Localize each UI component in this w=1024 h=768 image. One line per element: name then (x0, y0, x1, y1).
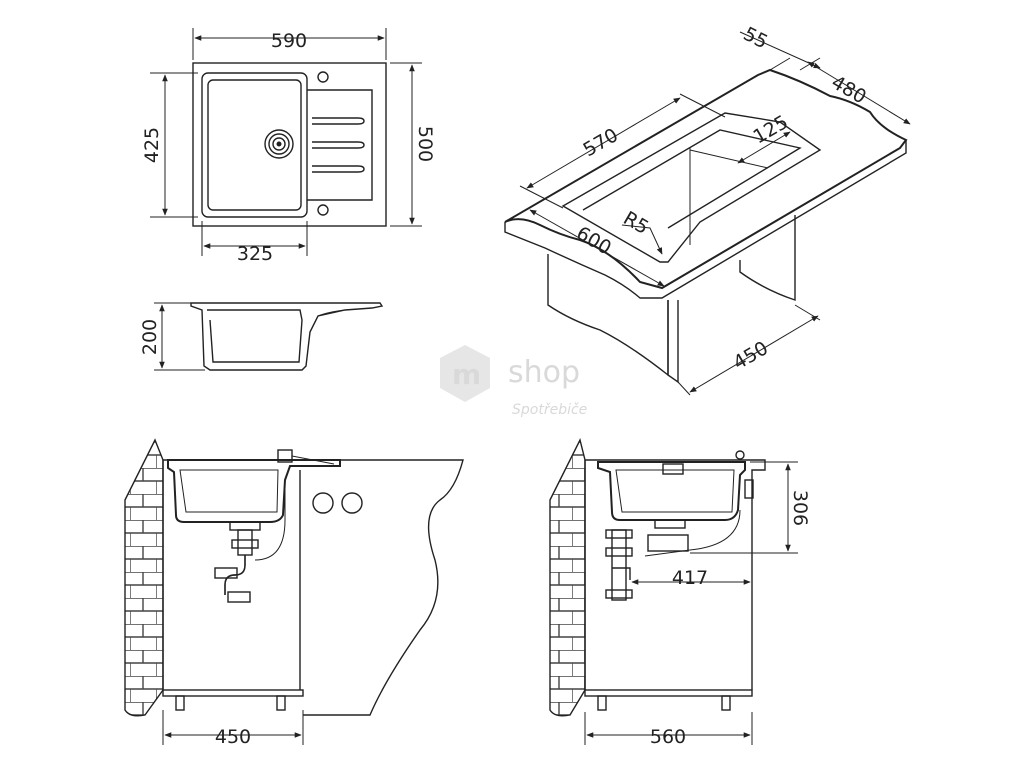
dim-cutout-570: 570 (580, 124, 622, 161)
top-view: 590 500 425 325 (141, 28, 436, 265)
dim-bowl-width-325: 325 (237, 243, 273, 265)
side-section: 306 417 560 (549, 437, 811, 748)
dim-cabinet-width-450: 450 (215, 726, 251, 748)
dim-depth-500: 500 (414, 126, 436, 162)
watermark-tagline: Spotřebiče (512, 402, 587, 418)
dim-height-200: 200 (139, 319, 161, 355)
drainer-ribs (312, 117, 365, 173)
dim-strip-55: 55 (740, 23, 772, 54)
front-section: 450 (124, 438, 464, 748)
watermark-brand: shop (508, 355, 580, 390)
perspective-view: 55 480 570 125 R5 600 450 (504, 23, 911, 396)
dim-height-306: 306 (789, 490, 811, 526)
dim-bowl-depth-425: 425 (141, 127, 163, 163)
front-waste-siphon (214, 480, 286, 603)
dim-width-590: 590 (271, 30, 307, 52)
dim-siphon-417: 417 (672, 567, 708, 589)
side-waste-siphon (605, 509, 741, 601)
dim-cabinet-450: 450 (730, 337, 772, 374)
side-profile: 200 (139, 302, 384, 371)
dim-cabinet-depth-560: 560 (650, 726, 686, 748)
watermark: m shop Spotřebiče (440, 345, 587, 418)
watermark-logo-letter: m (452, 358, 481, 391)
